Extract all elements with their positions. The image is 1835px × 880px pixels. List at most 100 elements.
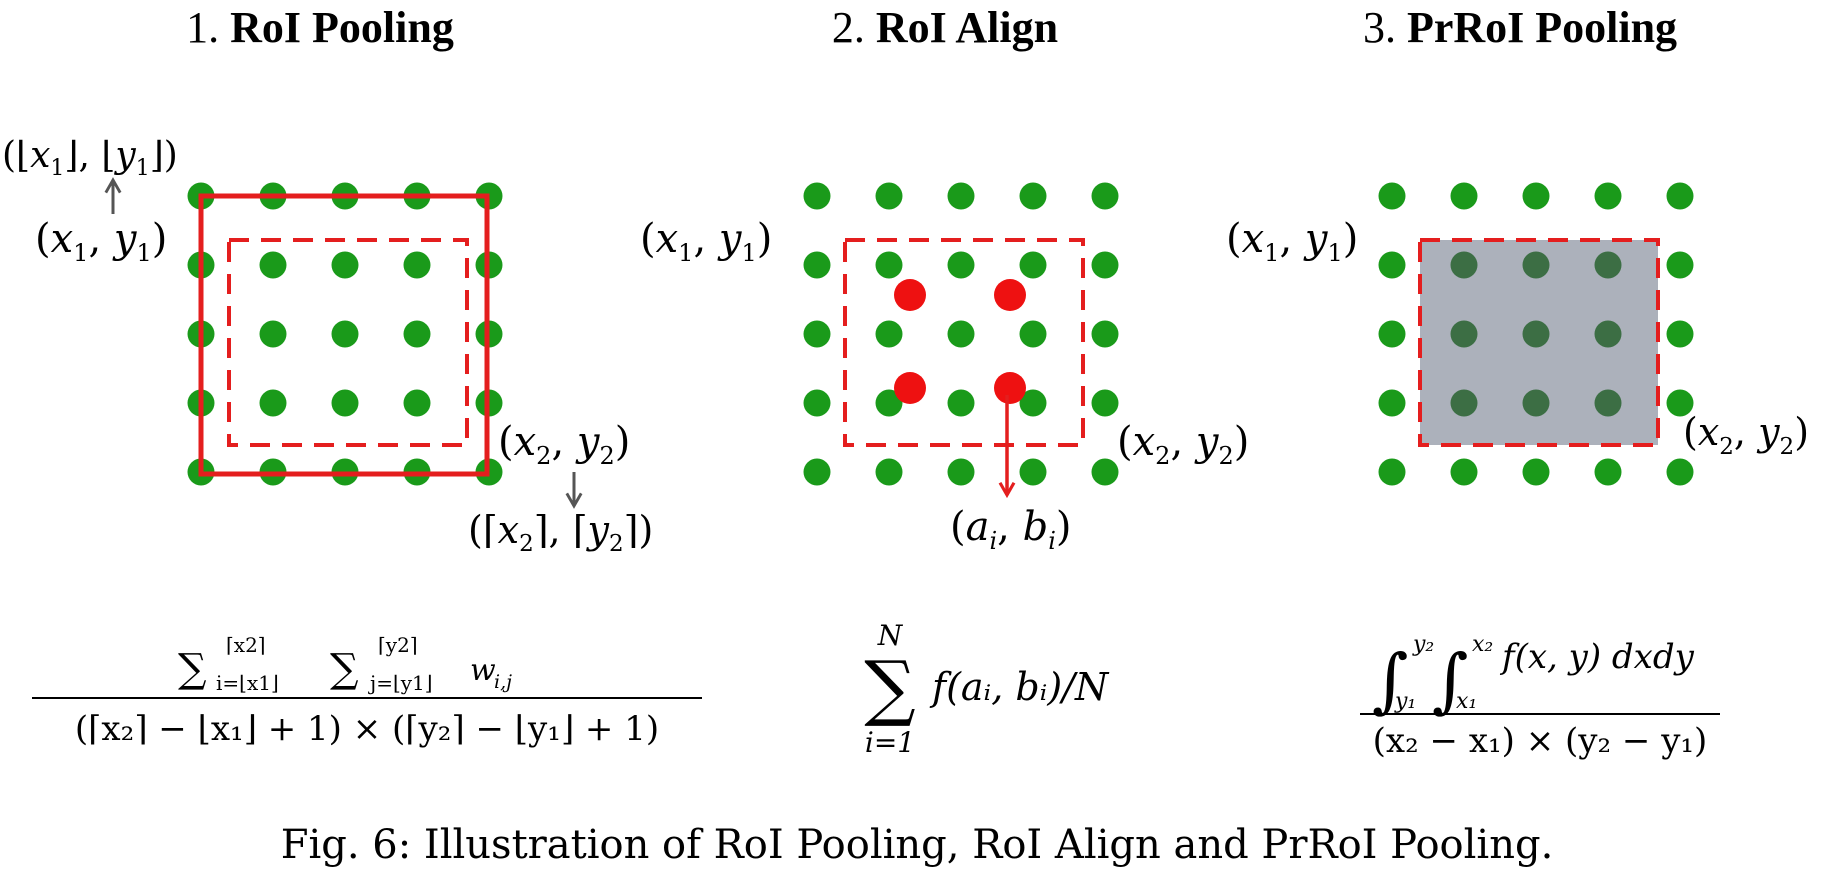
prroi-box bbox=[1418, 238, 1660, 447]
svg-text:y₁: y₁ bbox=[1394, 689, 1416, 714]
grid-dot bbox=[803, 182, 831, 210]
formula-prroi-pooling: ∫ y₂ y₁ ∫ x₂ x₁ f(x, y) dxdy (x₂ − x₁) ×… bbox=[1360, 632, 1720, 761]
original-roi-box bbox=[227, 238, 469, 447]
label-x1y1-p1: (x1, y1) bbox=[35, 216, 167, 267]
grid-dot bbox=[1450, 251, 1478, 279]
svg-text:∑: ∑ bbox=[330, 646, 359, 692]
grid-dot bbox=[1378, 389, 1406, 417]
panel-roi-pooling: (⌊x1⌋, ⌊y1⌋) (x1, y1) (x2, y2) (⌈x2⌉, ⌈y… bbox=[2, 135, 653, 557]
svg-text:i=1: i=1 bbox=[865, 726, 915, 759]
grid-dot bbox=[947, 389, 975, 417]
grid-dot bbox=[875, 182, 903, 210]
grid-dot bbox=[1666, 389, 1694, 417]
grid-dot bbox=[875, 458, 903, 486]
grid-dot bbox=[1594, 389, 1622, 417]
grid-dot bbox=[803, 320, 831, 348]
grid-dot bbox=[1378, 458, 1406, 486]
dot-grid-covered bbox=[1450, 251, 1622, 417]
svg-text:(⌈x₂⌉ − ⌊x₁⌋ + 1) × (⌈y₂⌉ − ⌊y: (⌈x₂⌉ − ⌊x₁⌋ + 1) × (⌈y₂⌉ − ⌊y₁⌋ + 1) bbox=[75, 709, 659, 749]
grid-dot bbox=[1019, 389, 1047, 417]
grid-dot bbox=[403, 251, 431, 279]
sample-point bbox=[994, 279, 1026, 311]
svg-text:y₂: y₂ bbox=[1412, 632, 1434, 657]
grid-dot bbox=[1019, 251, 1047, 279]
grid-dot bbox=[1450, 389, 1478, 417]
grid-dot bbox=[1450, 320, 1478, 348]
grid-dot bbox=[1091, 458, 1119, 486]
grid-dot bbox=[1594, 320, 1622, 348]
grid-dot bbox=[259, 251, 287, 279]
grid-dot bbox=[1666, 182, 1694, 210]
grid-dot bbox=[1091, 182, 1119, 210]
quantized-roi-box bbox=[198, 193, 490, 477]
formula-roi-pooling: ∑ ⌈x2⌉ i=⌊x1⌋ ∑ ⌈y2⌉ j=⌊y1⌋ w i,j (⌈x₂⌉ … bbox=[32, 633, 702, 749]
grid-dot bbox=[947, 320, 975, 348]
sample-point bbox=[894, 372, 926, 404]
grid-dot bbox=[803, 251, 831, 279]
label-x1y1-p2: (x1, y1) bbox=[640, 216, 772, 267]
svg-text:∫: ∫ bbox=[1432, 639, 1468, 721]
grid-dot bbox=[1522, 389, 1550, 417]
svg-text:(x₂ − x₁) × (y₂ − y₁): (x₂ − x₁) × (y₂ − y₁) bbox=[1373, 721, 1708, 761]
svg-text:x₁: x₁ bbox=[1456, 689, 1477, 714]
svg-text:∫: ∫ bbox=[1372, 639, 1408, 721]
label-x1y1-p3: (x1, y1) bbox=[1226, 216, 1358, 267]
svg-text:f(aᵢ, bᵢ)/N: f(aᵢ, bᵢ)/N bbox=[929, 665, 1110, 709]
grid-dot bbox=[875, 389, 903, 417]
formula-roi-align: N ∑ i=1 f(aᵢ, bᵢ)/N bbox=[864, 619, 1110, 759]
title-roi-align: 2. RoI Align bbox=[832, 3, 1058, 52]
svg-text:∑: ∑ bbox=[864, 645, 915, 729]
sample-point bbox=[994, 372, 1026, 404]
svg-text:w: w bbox=[470, 653, 496, 688]
svg-text:N: N bbox=[877, 619, 904, 652]
grid-dot bbox=[1450, 458, 1478, 486]
title-roi-pooling: 1. RoI Pooling bbox=[186, 3, 454, 52]
grid-dot bbox=[947, 182, 975, 210]
label-aibi: (ai, bi) bbox=[950, 504, 1072, 555]
grid-dot bbox=[1450, 182, 1478, 210]
grid-dot bbox=[947, 251, 975, 279]
panel-prroi-pooling: (x1, y1) (x2, y2) bbox=[1226, 182, 1809, 486]
grid-dot bbox=[1019, 458, 1047, 486]
sample-point bbox=[894, 279, 926, 311]
grid-dot bbox=[403, 389, 431, 417]
svg-text:⌈y2⌉: ⌈y2⌉ bbox=[378, 633, 418, 657]
svg-text:j=⌊y1⌋: j=⌊y1⌋ bbox=[368, 671, 433, 695]
grid-dot bbox=[1091, 389, 1119, 417]
svg-text:i=⌊x1⌋: i=⌊x1⌋ bbox=[216, 671, 279, 695]
grid-dot bbox=[875, 320, 903, 348]
grid-dot bbox=[259, 389, 287, 417]
grid-dot bbox=[1522, 320, 1550, 348]
grid-dot bbox=[1594, 251, 1622, 279]
grid-dot bbox=[1091, 320, 1119, 348]
grid-dot bbox=[875, 251, 903, 279]
svg-text:i,j: i,j bbox=[494, 671, 512, 693]
label-floor-point: (⌊x1⌋, ⌊y1⌋) bbox=[2, 135, 178, 181]
grid-dot bbox=[803, 458, 831, 486]
grid-dot bbox=[1522, 182, 1550, 210]
grid-dot bbox=[1378, 182, 1406, 210]
grid-dot bbox=[1091, 251, 1119, 279]
grid-dot bbox=[331, 320, 359, 348]
grid-dot bbox=[1019, 182, 1047, 210]
svg-text:x₂: x₂ bbox=[1472, 632, 1493, 657]
svg-text:⌈x2⌉: ⌈x2⌉ bbox=[226, 633, 266, 657]
grid-dot bbox=[803, 389, 831, 417]
label-ceil-point: (⌈x2⌉, ⌈y2⌉) bbox=[468, 508, 653, 557]
grid-dot bbox=[1522, 251, 1550, 279]
label-x2y2-p3: (x2, y2) bbox=[1683, 410, 1809, 460]
svg-text:∑: ∑ bbox=[178, 646, 207, 692]
dot-grid-roi-pooling bbox=[187, 182, 503, 486]
grid-dot bbox=[259, 320, 287, 348]
grid-dot bbox=[1666, 458, 1694, 486]
label-x2y2-p2: (x2, y2) bbox=[1117, 419, 1249, 470]
grid-dot bbox=[1019, 320, 1047, 348]
grid-dot bbox=[331, 389, 359, 417]
svg-text:f(x, y) dxdy: f(x, y) dxdy bbox=[1499, 637, 1695, 677]
grid-dot bbox=[403, 320, 431, 348]
grid-dot bbox=[1378, 251, 1406, 279]
panel-roi-align: (x1, y1) (x2, y2) (ai, bi) bbox=[640, 182, 1249, 555]
title-prroi-pooling: 3. PrRoI Pooling bbox=[1363, 3, 1677, 52]
grid-dot bbox=[1666, 320, 1694, 348]
dot-grid-roi-align bbox=[803, 182, 1119, 486]
